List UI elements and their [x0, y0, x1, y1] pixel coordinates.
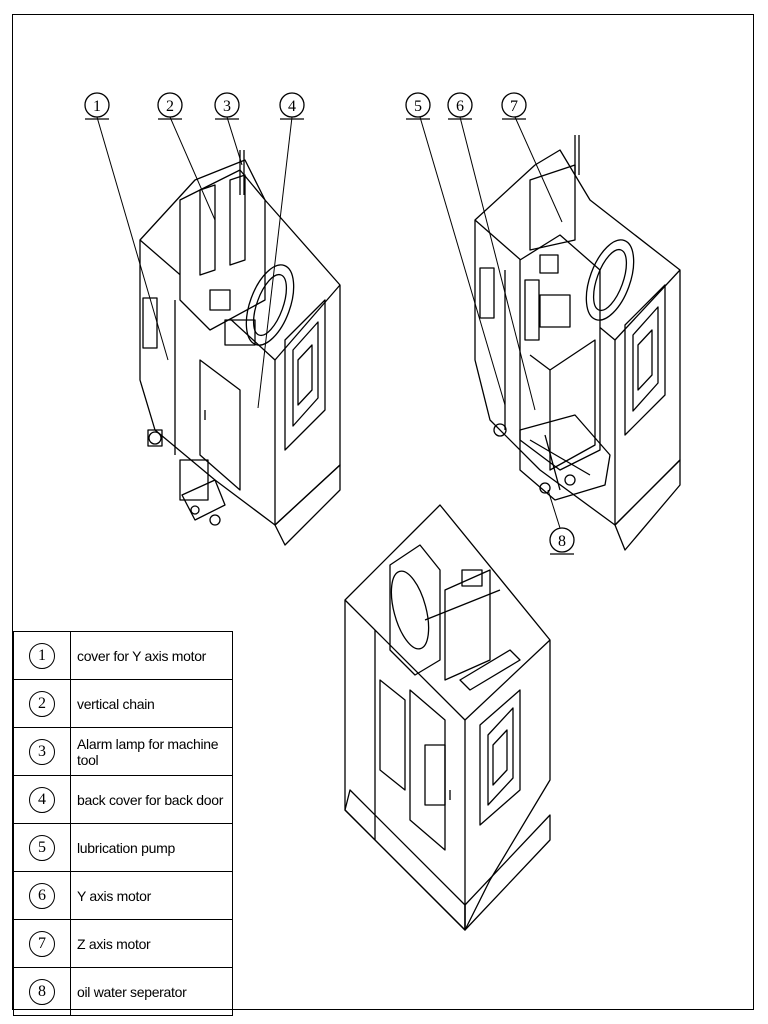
legend-row: 5 lubrication pump: [13, 823, 233, 872]
legend-label-8: oil water seperator: [70, 967, 233, 1016]
parts-legend-table: 1 cover for Y axis motor 2 vertical chai…: [13, 631, 233, 1016]
machine-view-front: [344, 504, 551, 931]
machine-view-rear-covered: [139, 150, 341, 546]
legend-number-8: 8: [29, 978, 55, 1005]
legend-label-2: vertical chain: [70, 679, 233, 728]
legend-row: 1 cover for Y axis motor: [13, 631, 233, 680]
legend-row: 8 oil water seperator: [13, 967, 233, 1016]
legend-label-6: Y axis motor: [70, 871, 233, 920]
callout-leader-lines: [96, 116, 563, 529]
callout-number-3: 3: [223, 98, 231, 115]
callout-number-5: 5: [414, 98, 422, 115]
callout-balloon-4: 4: [279, 92, 305, 120]
callout-number-2: 2: [166, 98, 174, 115]
callout-balloon-8: 8: [549, 527, 575, 555]
legend-label-3: Alarm lamp for machine tool: [70, 727, 233, 776]
legend-row: 2 vertical chain: [13, 679, 233, 728]
callout-balloon-6: 6: [447, 92, 473, 120]
legend-row: 6 Y axis motor: [13, 871, 233, 920]
legend-label-4: back cover for back door: [70, 775, 233, 824]
legend-number-6: 6: [29, 882, 55, 909]
legend-label-7: Z axis motor: [70, 919, 233, 968]
callout-balloon-1: 1: [84, 92, 110, 120]
legend-row: 4 back cover for back door: [13, 775, 233, 824]
callout-balloon-5: 5: [405, 92, 431, 120]
legend-row: 3 Alarm lamp for machine tool: [13, 727, 233, 776]
legend-number-3: 3: [29, 738, 55, 765]
legend-number-5: 5: [29, 834, 55, 861]
callout-balloon-3: 3: [214, 92, 240, 120]
callout-balloon-2: 2: [157, 92, 183, 120]
legend-number-7: 7: [29, 930, 55, 957]
callout-number-4: 4: [288, 98, 296, 115]
legend-number-1: 1: [29, 642, 55, 669]
callout-number-7: 7: [510, 98, 518, 115]
legend-label-5: lubrication pump: [70, 823, 233, 872]
legend-number-4: 4: [29, 786, 55, 813]
machine-view-rear-open: [474, 135, 681, 551]
callout-balloon-7: 7: [501, 92, 527, 120]
callout-number-8: 8: [558, 533, 566, 550]
legend-label-1: cover for Y axis motor: [70, 631, 233, 680]
legend-row: 7 Z axis motor: [13, 919, 233, 968]
drawing-sheet-border: [12, 14, 754, 1010]
legend-number-2: 2: [29, 690, 55, 717]
callout-number-1: 1: [93, 98, 101, 115]
callout-number-6: 6: [456, 98, 464, 115]
